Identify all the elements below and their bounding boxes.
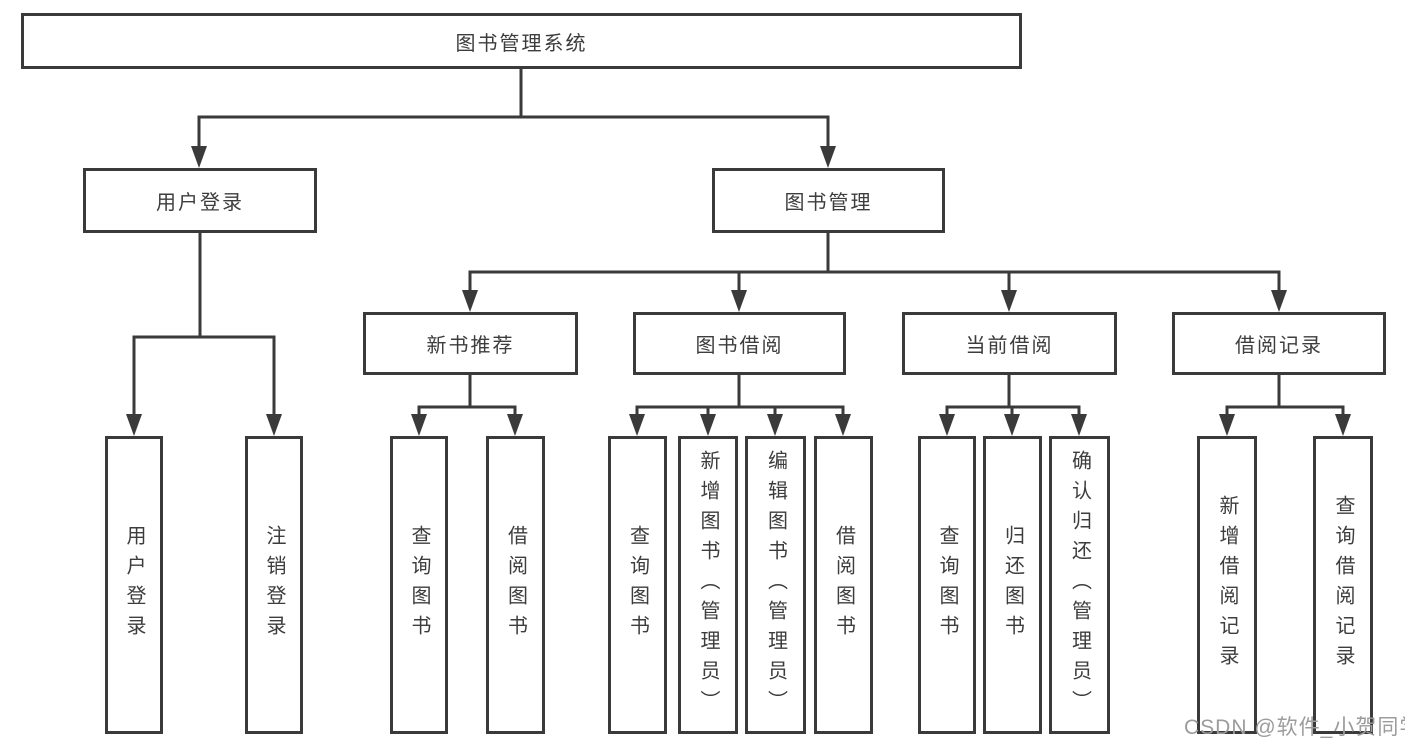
node-book-management: 图书管理	[712, 168, 945, 233]
leaf-query-book-recommend: 查询图书	[390, 436, 448, 734]
leaf-user-login: 用户登录	[105, 436, 163, 734]
leaf-query-book-current: 查询图书	[918, 436, 976, 734]
connector-borrow-records-split	[1219, 375, 1351, 436]
node-book-borrow: 图书借阅	[633, 312, 846, 375]
leaf-add-borrow-record: 新增借阅记录	[1197, 436, 1257, 734]
node-borrow-records: 借阅记录	[1172, 312, 1386, 375]
node-new-book-recommend: 新书推荐	[363, 312, 578, 375]
leaf-query-book-borrow: 查询图书	[608, 436, 667, 734]
connector-book-management-split	[462, 233, 1287, 312]
connector-new-book-split	[411, 375, 523, 436]
csdn-watermark: CSDN @软件_小贺同学	[1184, 716, 1405, 739]
leaf-add-book-admin: 新增图书（管理员）	[678, 436, 738, 734]
leaf-borrow-book-recommend: 借阅图书	[486, 436, 545, 734]
leaf-query-borrow-record: 查询借阅记录	[1313, 436, 1373, 734]
leaf-edit-book-admin: 编辑图书（管理员）	[745, 436, 806, 734]
connector-book-borrow-split	[629, 375, 851, 436]
node-current-borrow: 当前借阅	[902, 312, 1117, 375]
leaf-confirm-return-admin: 确认归还（管理员）	[1049, 436, 1110, 734]
connector-current-borrow-split	[939, 375, 1087, 436]
leaf-return-book: 归还图书	[983, 436, 1042, 734]
node-user-login: 用户登录	[83, 168, 317, 233]
leaf-logout-login: 注销登录	[245, 436, 303, 734]
connector-user-login-split	[126, 233, 282, 436]
leaf-borrow-book-borrow: 借阅图书	[814, 436, 873, 734]
node-root: 图书管理系统	[21, 13, 1022, 69]
connector-root-split	[191, 69, 836, 168]
